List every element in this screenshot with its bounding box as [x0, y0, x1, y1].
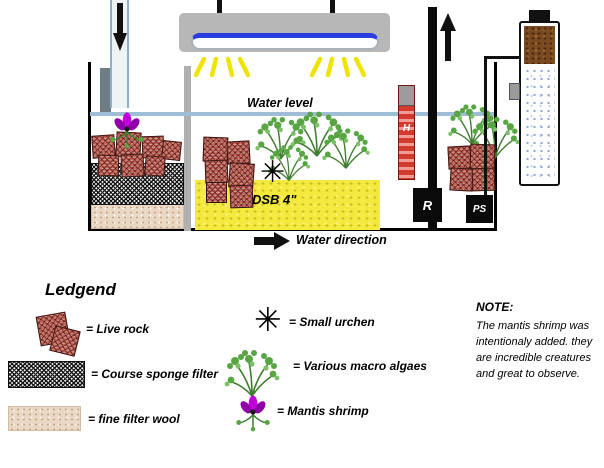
skimmer-bubbles [524, 67, 555, 179]
light-rays-icon [310, 55, 366, 79]
live-rock [202, 136, 229, 163]
light-mount-post [330, 0, 335, 15]
note-line: and great to observe. [476, 368, 580, 380]
live-rock [97, 154, 120, 177]
note-line: The mantis shrimp was [476, 320, 590, 332]
return-pump-box: R [413, 188, 442, 222]
skimmer-body [519, 21, 560, 186]
heater-label: H [402, 123, 411, 134]
urchin-icon: ✳ [260, 156, 286, 189]
live-rock [229, 184, 254, 209]
sponge-swatch [8, 361, 85, 388]
live-rock [226, 140, 251, 165]
legend-algae-label: = Various macro algaes [293, 359, 427, 373]
skimmer-media [524, 26, 555, 64]
live-rock [144, 155, 166, 177]
live-rock [469, 143, 496, 170]
note-block: NOTE: The mantis shrimp was intentionaly… [476, 300, 604, 382]
live-rock [120, 153, 145, 178]
urchin-icon: ✳ [254, 301, 282, 338]
note-line: are incredible creatures [476, 352, 591, 364]
live-rock-swatch [49, 325, 81, 357]
mantis-shrimp-icon [109, 111, 145, 150]
down-arrow-icon [113, 3, 127, 51]
water-level-line [90, 112, 494, 116]
skimmer-pump-box: PS [466, 195, 493, 223]
macro-algae-icon [321, 127, 371, 169]
note-title: NOTE: [476, 300, 514, 314]
fluorescent-tube [191, 33, 379, 50]
overflow-pipe [428, 7, 437, 230]
light-rays-icon [194, 55, 250, 79]
heater: H [398, 85, 415, 180]
skimmer-pump-label: PS [472, 203, 487, 215]
heater-body: H [399, 106, 414, 179]
wool-swatch [8, 406, 81, 431]
skimmer-cap [529, 10, 550, 22]
legend-mantis-label: = Mantis shrimp [277, 404, 369, 418]
heater-cap [399, 86, 414, 106]
light-mount-post [217, 0, 222, 15]
right-arrow-icon [254, 232, 290, 250]
pipe-bracket [100, 68, 111, 112]
skimmer-tubing-vertical [484, 56, 487, 196]
return-pump-label: R [422, 197, 433, 213]
water-level-label: Water level [247, 96, 313, 110]
mantis-shrimp-icon [235, 394, 271, 433]
note-line: intentionaly added. they [476, 336, 593, 348]
skimmer-tubing-horizontal [484, 56, 530, 59]
live-rock [447, 145, 472, 170]
legend-live-rock-label: = Live rock [86, 322, 150, 336]
legend-wool-label: = fine filter wool [88, 412, 180, 426]
chamber-divider [184, 66, 191, 231]
legend-title: Ledgend [45, 280, 116, 299]
macro-algae-icon [223, 349, 281, 397]
live-rock [204, 159, 229, 184]
up-arrow-icon [440, 13, 456, 61]
water-direction-label: Water direction [296, 233, 387, 247]
inlet-pipe [110, 0, 129, 108]
legend-urchin-label: = Small urchen [289, 315, 375, 329]
live-rock [449, 167, 474, 192]
skimmer-outlet [509, 83, 520, 100]
sand-bed-label: DSB 4" [252, 192, 297, 207]
fine-filter-wool [91, 204, 184, 229]
legend-sponge-label: = Course sponge filter [91, 367, 219, 381]
live-rock [206, 182, 227, 203]
